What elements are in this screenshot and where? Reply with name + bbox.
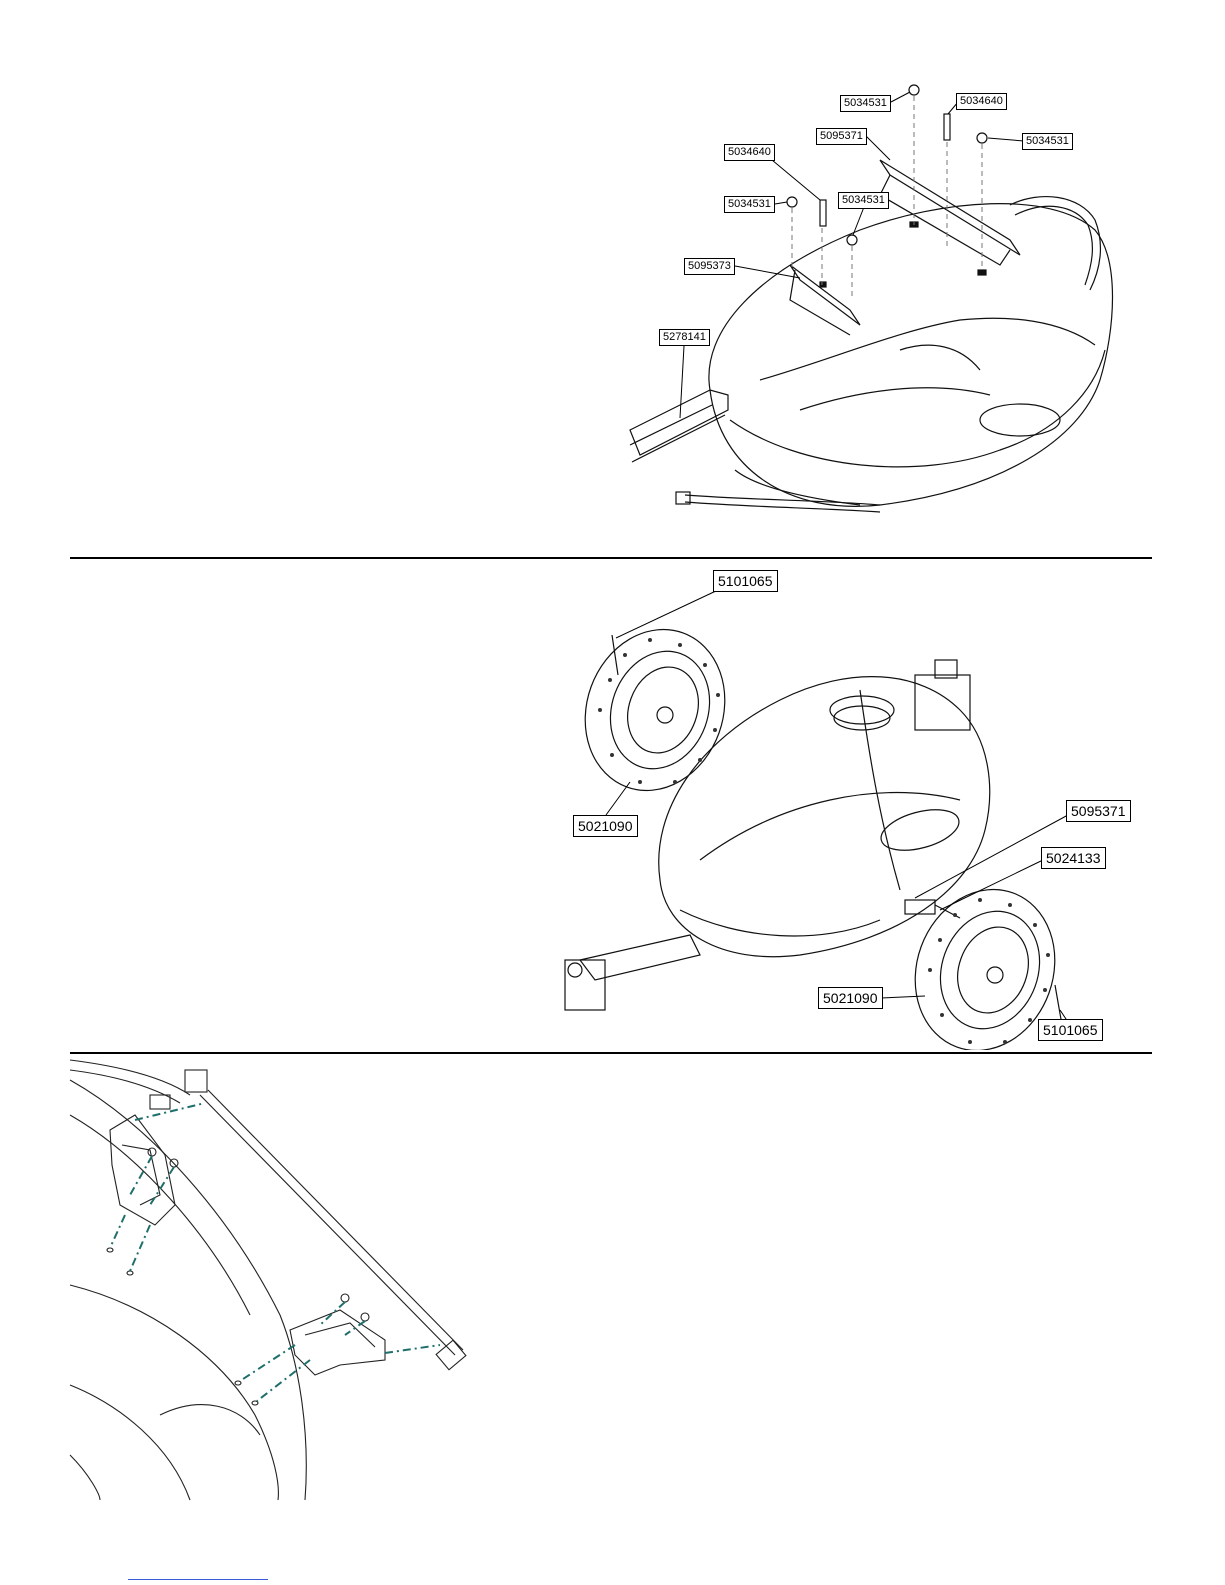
wand-holder-drawing [0,1055,1225,1505]
wand-holder-detail-view [0,1055,1225,1505]
part-callout: 5021090 [573,815,638,837]
part-callout: 5095371 [816,128,867,145]
part-callout: 5095373 [684,258,735,275]
part-callout: 5034531 [838,192,889,209]
part-callout: 5034531 [840,95,891,112]
tank-frame-exploded-view: 5034531 5034640 5095371 5034531 5034640 … [0,0,1225,540]
part-callout: 5034640 [724,144,775,161]
part-callout: 5278141 [659,329,710,346]
part-callout: 5034531 [724,196,775,213]
section-divider [70,1052,1152,1054]
footer-link-underline[interactable] [128,1579,268,1580]
tank-frame-drawing [0,0,1225,540]
section-divider [70,557,1152,559]
wheel-assembly-drawing [0,560,1225,1050]
part-callout: 5024133 [1041,847,1106,869]
part-callout: 5095371 [1066,800,1131,822]
part-callout: 5021090 [818,987,883,1009]
part-callout: 5101065 [713,570,778,592]
wheel-assembly-view: 5101065 5021090 5095371 5024133 5021090 … [0,560,1225,1050]
part-callout: 5034640 [956,93,1007,110]
part-callout: 5034531 [1022,133,1073,150]
part-callout: 5101065 [1038,1019,1103,1041]
